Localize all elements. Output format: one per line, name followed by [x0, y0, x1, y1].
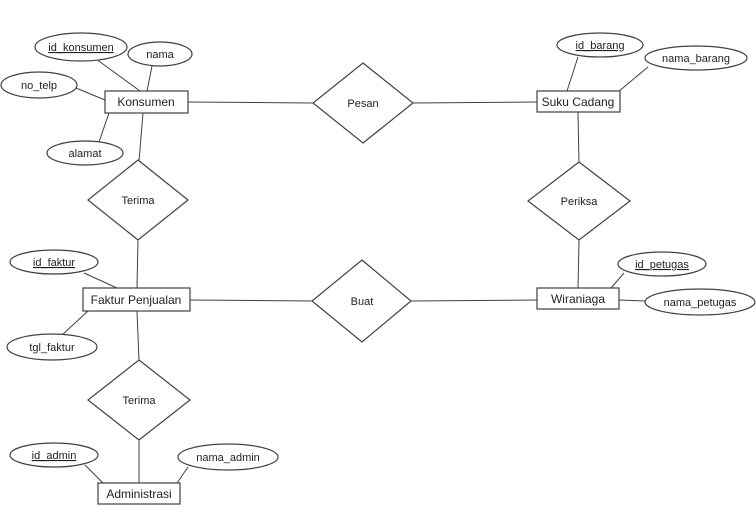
connector-faktur-terima2 — [136, 310, 140, 362]
relationship-pesan: Pesan — [312, 62, 414, 144]
entity-administrasi: Administrasi — [97, 482, 181, 505]
attribute-connectors — [61, 56, 649, 484]
attribute-nama: nama — [127, 41, 193, 67]
relationship-label: Periksa — [561, 196, 599, 208]
attribute-nama-petugas: nama_petugas — [644, 288, 756, 316]
connector-faktur-buat — [189, 299, 313, 302]
connector-namabarang-sukucadang — [617, 66, 649, 93]
connector-konsumen-terima — [138, 112, 144, 162]
connector-sukucadang-periksa — [577, 111, 580, 163]
entity-faktur-penjualan: Faktur Penjualan — [82, 287, 191, 312]
attribute-label: no_telp — [21, 80, 57, 92]
attribute-shape — [9, 249, 99, 275]
relationship-label: Terima — [122, 395, 156, 407]
attribute-shape — [34, 32, 128, 62]
relationship-terima-atas: Terima — [87, 159, 189, 241]
attribute-tgl-faktur: tgl_faktur — [6, 333, 98, 361]
attribute-shape — [127, 41, 193, 67]
attribute-label: id_barang — [576, 40, 625, 52]
attribute-id-admin: id_admin — [9, 442, 99, 468]
relationship-connectors — [136, 101, 580, 483]
attribute-label: nama — [146, 49, 174, 61]
attribute-shape — [6, 333, 98, 361]
entity-shape — [82, 287, 191, 312]
attribute-shape — [556, 32, 644, 58]
relationship-periksa: Periksa — [527, 161, 631, 241]
attribute-label: id_petugas — [635, 259, 689, 271]
connector-idkonsumen-konsumen — [95, 58, 141, 92]
attribute-label: tgl_faktur — [29, 342, 75, 354]
connector-idadmin-administrasi — [84, 464, 104, 484]
diamond-shape — [87, 359, 191, 441]
attribute-shape — [0, 71, 78, 99]
attribute-nama-admin: nama_admin — [177, 443, 279, 471]
attribute-shape — [617, 251, 707, 277]
attribute-shape — [644, 288, 756, 316]
attribute-alamat: alamat — [46, 140, 124, 166]
connector-nama-konsumen — [146, 65, 153, 92]
attribute-label: alamat — [68, 148, 101, 160]
entity-suku-cadang: Suku Cadang — [536, 90, 621, 113]
attribute-label: id_admin — [32, 450, 77, 462]
entity-label: Suku Cadang — [542, 95, 615, 109]
attribute-label: id_konsumen — [48, 42, 113, 54]
relationship-terima-bawah: Terima — [87, 359, 191, 441]
attribute-shape — [644, 45, 748, 71]
entity-label: Administrasi — [106, 487, 171, 501]
attribute-label: id_faktur — [33, 257, 76, 269]
connector-idpetugas-wiraniaga — [610, 272, 625, 289]
connector-notelp-konsumen — [75, 87, 106, 101]
attribute-shape — [9, 442, 99, 468]
connector-namapetugas-wiraniaga — [618, 299, 646, 302]
entity-label: Wiraniaga — [551, 292, 605, 306]
entity-label: Konsumen — [117, 95, 174, 109]
attribute-id-faktur: id_faktur — [9, 249, 99, 275]
connector-tglfaktur-faktur — [61, 310, 89, 336]
connector-namaadmin-administrasi — [176, 466, 189, 484]
attribute-id-petugas: id_petugas — [617, 251, 707, 277]
attribute-label: nama_admin — [196, 452, 260, 464]
diamond-shape — [311, 259, 412, 343]
diamond-shape — [87, 159, 189, 241]
connector-terima-faktur — [136, 239, 139, 289]
connector-pesan-sukucadang — [412, 101, 538, 104]
connector-alamat-konsumen — [98, 112, 110, 143]
connector-idfaktur-faktur — [83, 272, 118, 289]
attribute-id-konsumen: id_konsumen — [34, 32, 128, 62]
attribute-shape — [177, 443, 279, 471]
attribute-nama-barang: nama_barang — [644, 45, 748, 71]
entity-shape — [97, 482, 181, 505]
entity-konsumen: Konsumen — [104, 90, 189, 114]
entity-label: Faktur Penjualan — [91, 293, 182, 307]
diamond-shape — [527, 161, 631, 241]
connector-buat-wiraniaga — [410, 299, 538, 302]
attribute-no-telp: no_telp — [0, 71, 78, 99]
relationship-label: Pesan — [347, 98, 378, 110]
connector-idbarang-sukucadang — [566, 56, 579, 92]
relationship-buat: Buat — [311, 259, 412, 343]
attribute-label: nama_petugas — [664, 297, 737, 309]
entity-shape — [536, 90, 621, 113]
diamond-shape — [312, 62, 414, 144]
relationship-label: Buat — [351, 296, 374, 308]
attribute-label: nama_barang — [662, 53, 730, 65]
entity-wiraniaga: Wiraniaga — [536, 287, 620, 310]
relationship-label: Terima — [121, 195, 155, 207]
attribute-id-barang: id_barang — [556, 32, 644, 58]
entity-shape — [104, 90, 189, 114]
connector-konsumen-pesan — [187, 101, 314, 104]
connector-periksa-wiraniaga — [577, 239, 580, 289]
entity-shape — [536, 287, 620, 310]
attribute-shape — [46, 140, 124, 166]
